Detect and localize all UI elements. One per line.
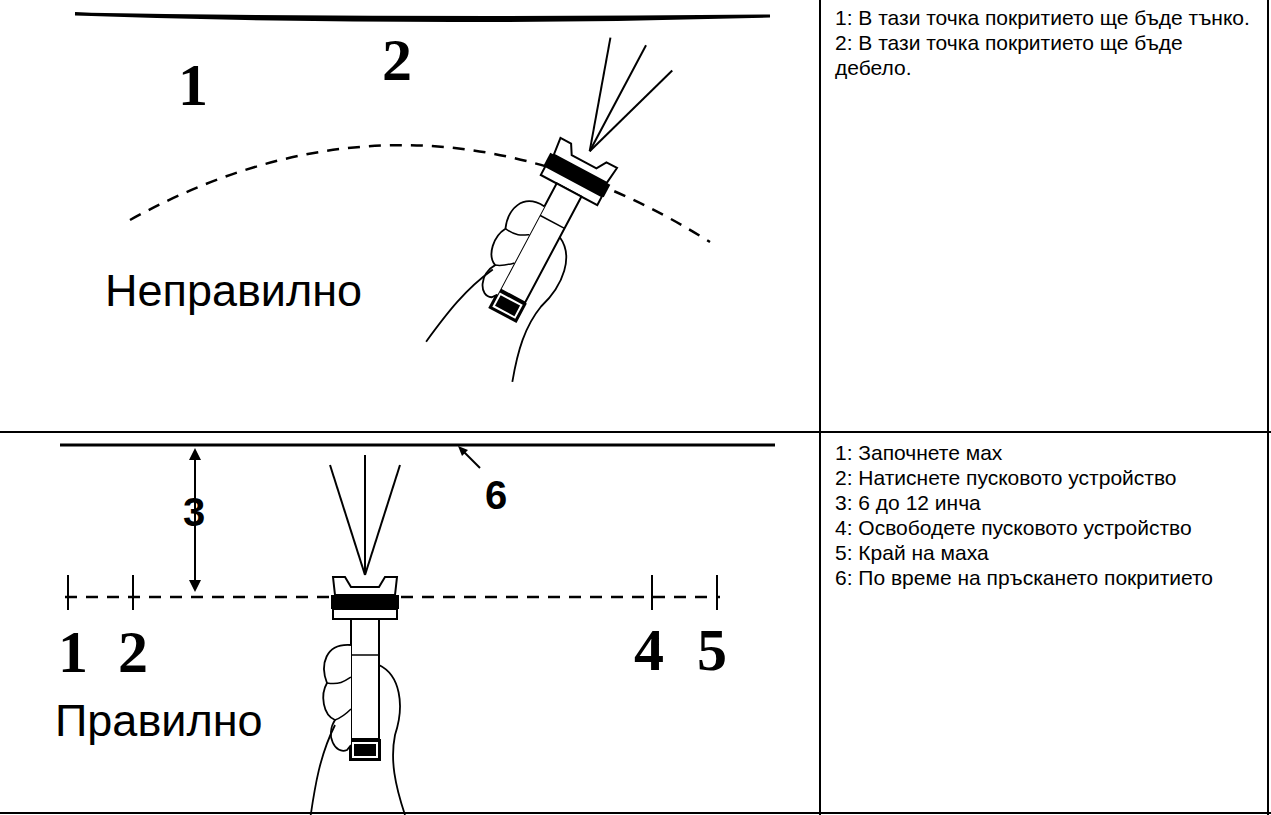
note-text: 3: 6 до 12 инча [835, 490, 1260, 515]
callout-number: 6 [485, 475, 507, 515]
callout-number: 5 [697, 620, 727, 680]
caption-word: Правилно [55, 698, 263, 743]
table-cell: 1: Започнете мах2: Натиснете пусковото у… [835, 440, 1260, 590]
callout-number: 1 [178, 55, 208, 115]
note-text: 4: Освободете пусковото устройство [835, 515, 1260, 540]
caption-word: Неправилно [105, 268, 362, 313]
callout-number: 4 [634, 620, 664, 680]
note-text: 1: В тази точка покритието ще бъде тънко… [835, 5, 1260, 30]
table-cell: 1: В тази точка покритието ще бъде тънко… [835, 5, 1260, 80]
callout-number: 2 [382, 30, 412, 90]
note-text: 5: Край на маха [835, 540, 1260, 565]
callout-number: 3 [183, 492, 205, 532]
note-text: 2: Натиснете пусковото устройство [835, 465, 1260, 490]
callout-number: 1 [58, 622, 88, 682]
note-text: 2: В тази точка покритието ще бъде дебел… [835, 30, 1260, 80]
note-text: 6: По време на пръскането покритието [835, 565, 1260, 590]
callout-number: 2 [118, 622, 148, 682]
note-text: 1: Започнете мах [835, 440, 1260, 465]
